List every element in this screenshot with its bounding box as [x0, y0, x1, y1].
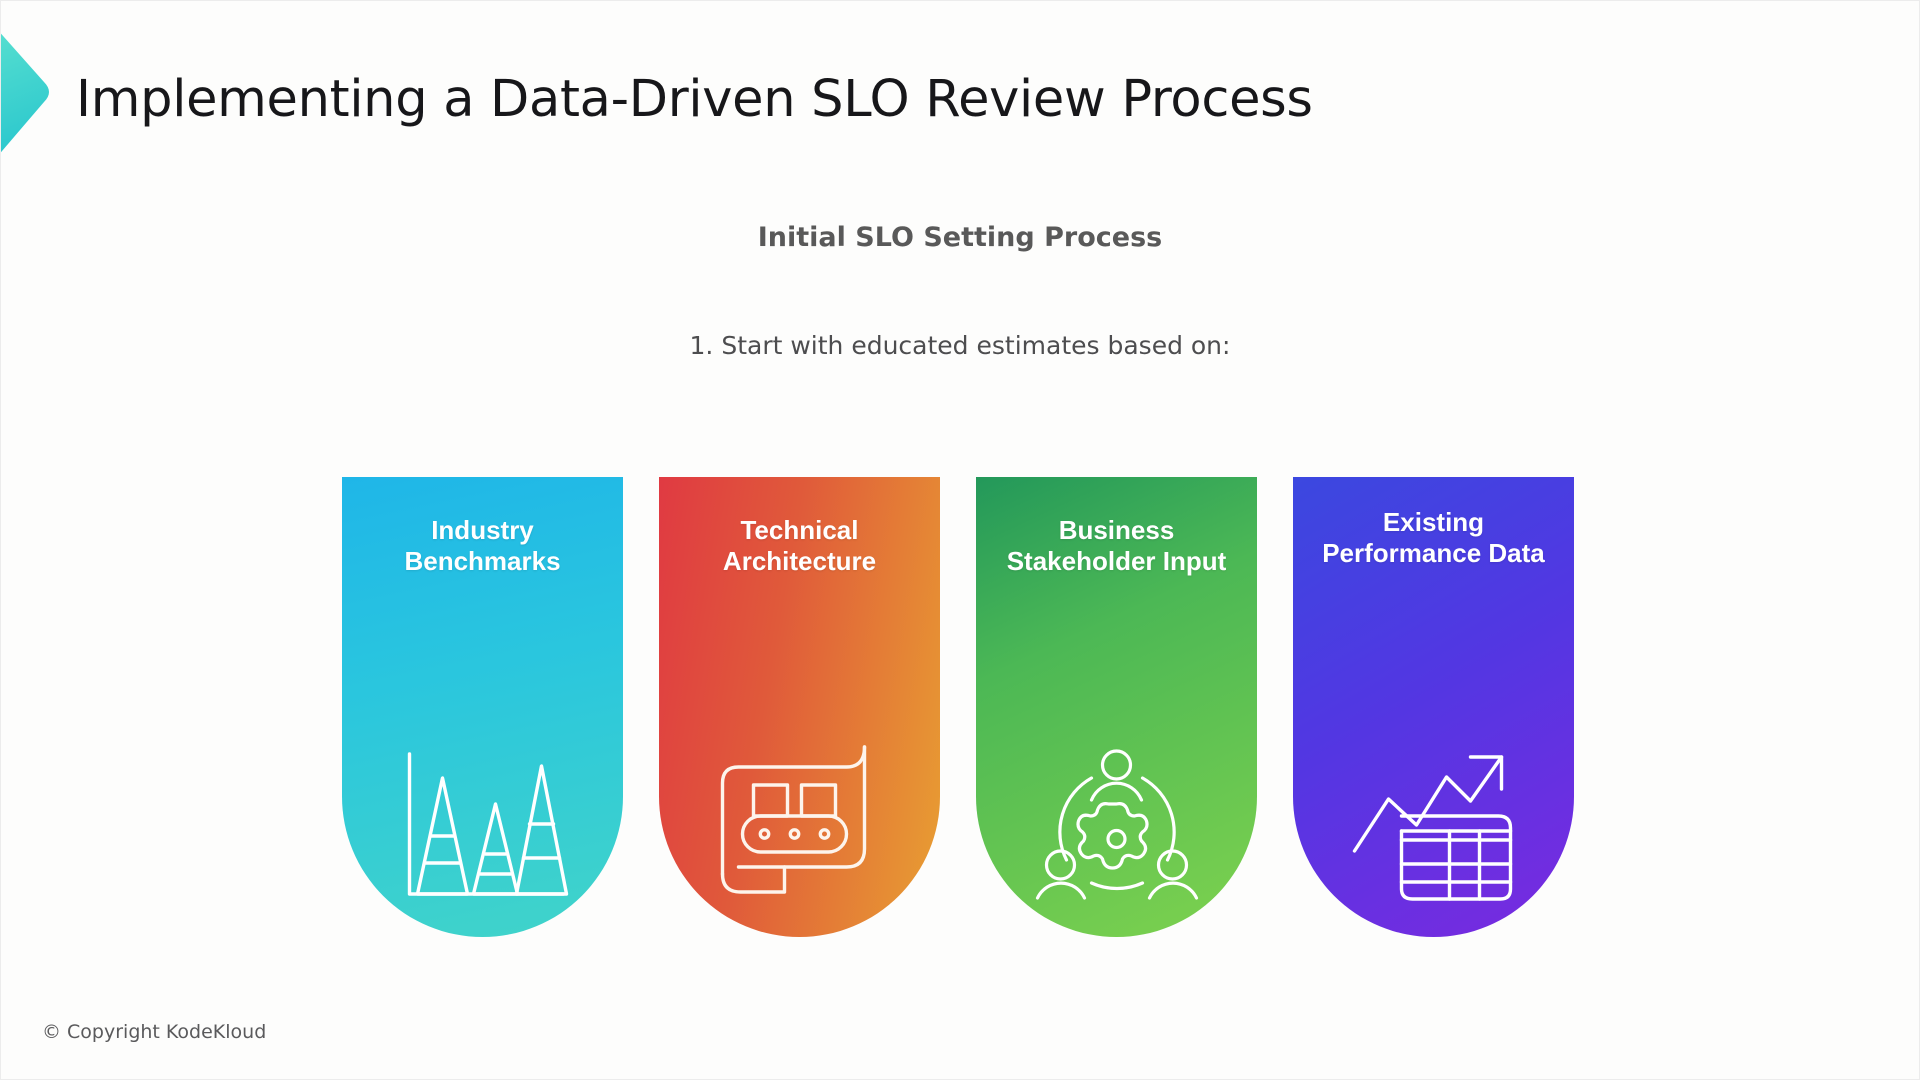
card-title-line2: Performance Data: [1322, 537, 1545, 568]
card-title-line2: Stakeholder Input: [1006, 545, 1227, 576]
stakeholders-gear-icon: [1029, 738, 1204, 903]
card-industry-benchmarks[interactable]: Industry Benchmarks: [342, 477, 623, 937]
copyright-footer: © Copyright KodeKloud: [42, 1021, 267, 1043]
chevron-right-icon: [0, 8, 78, 173]
card-business-stakeholder-input[interactable]: Business Stakeholder Input: [976, 477, 1257, 937]
growth-chart-table-icon: [1346, 739, 1521, 904]
card-technical-architecture[interactable]: Technical Architecture: [659, 477, 940, 937]
bar-chart-triangles-icon: [395, 744, 570, 909]
card-title: Business Stakeholder Input: [986, 515, 1247, 576]
card-group: Industry Benchmarks: [342, 477, 1584, 937]
card-title-line1: Industry: [431, 515, 534, 545]
card-title: Existing Performance Data: [1303, 507, 1564, 568]
step-description: 1. Start with educated estimates based o…: [689, 331, 1231, 360]
card-title-line1: Business: [1058, 515, 1175, 545]
conveyor-belt-icon: [712, 737, 887, 902]
page-title: Implementing a Data-Driven SLO Review Pr…: [76, 70, 1313, 129]
card-title: Technical Architecture: [669, 515, 930, 576]
card-existing-performance-data[interactable]: Existing Performance Data: [1293, 477, 1574, 937]
card-title-line1: Existing: [1382, 507, 1485, 537]
section-subtitle: Initial SLO Setting Process: [757, 222, 1163, 253]
card-title-line2: Benchmarks: [404, 545, 561, 576]
card-title-line2: Architecture: [722, 545, 877, 576]
card-title-line1: Technical: [740, 515, 859, 545]
card-title: Industry Benchmarks: [352, 515, 613, 576]
